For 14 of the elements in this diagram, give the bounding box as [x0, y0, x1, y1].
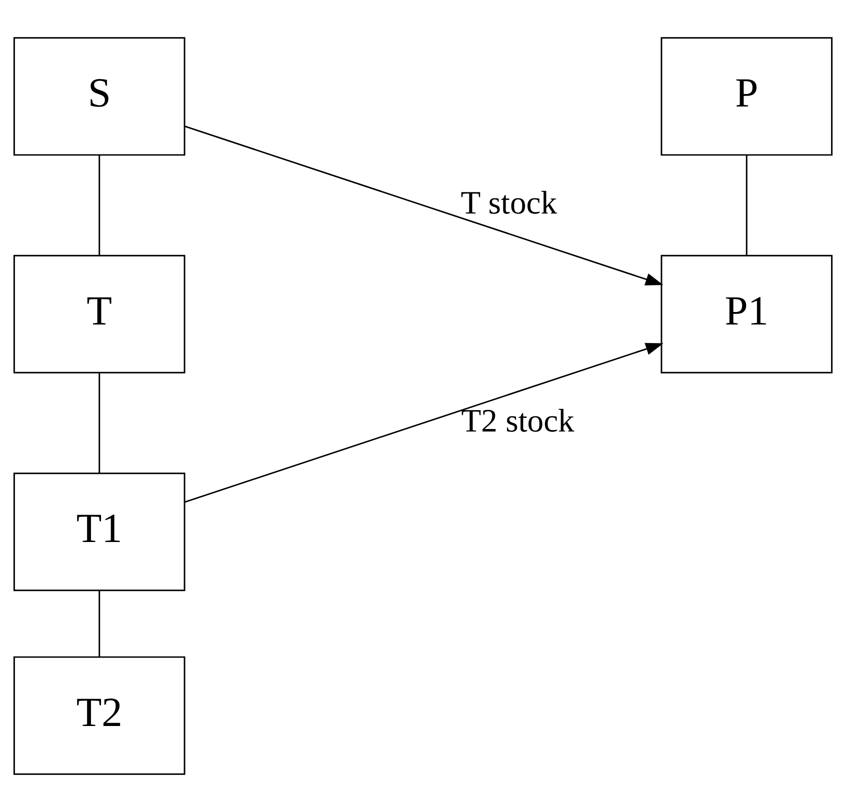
node-box: P — [660, 37, 833, 156]
edge-label: T stock — [460, 186, 558, 222]
node-box: T — [13, 254, 186, 374]
node-box: P1 — [660, 254, 833, 374]
connector — [98, 590, 100, 657]
connector — [746, 155, 748, 256]
edge-label: T2 stock — [461, 403, 574, 440]
node-box: S — [13, 37, 186, 156]
arrow — [184, 126, 664, 286]
node-box: T1 — [13, 472, 186, 592]
connector — [98, 155, 100, 256]
node-box: T2 — [13, 656, 186, 775]
connector — [98, 373, 100, 474]
arrow — [184, 342, 664, 503]
